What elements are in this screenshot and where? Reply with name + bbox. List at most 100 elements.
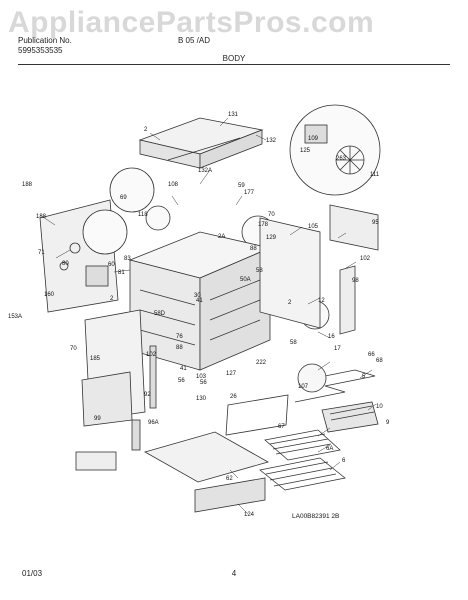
part-callout-41: 41: [196, 298, 203, 304]
part-callout-98: 98: [352, 278, 359, 284]
section-title: BODY: [222, 54, 246, 63]
part-callout-56: 56: [200, 380, 207, 386]
top-panel-part: [138, 117, 264, 169]
oven-cavity-part: [128, 231, 272, 371]
part-callout-83: 83: [124, 256, 131, 262]
part-callout-60: 60: [108, 262, 115, 268]
part-callout-50A: 50A: [240, 277, 251, 283]
part-callout-107: 107: [298, 384, 309, 390]
broiler-pan-part: [321, 401, 379, 433]
model-fragment: B 05 /AD: [178, 36, 211, 45]
part-callout-2: 2: [144, 127, 148, 133]
part-callout-5: 5: [362, 374, 366, 380]
part-callout-263: 263: [336, 156, 347, 162]
part-callout-103: 103: [196, 374, 207, 380]
part-callout-67: 67: [278, 424, 285, 430]
part-callout-130: 130: [196, 396, 207, 402]
part-callout-58: 58: [290, 340, 297, 346]
part-callout-6: 6: [342, 458, 346, 464]
part-callout-99: 99: [94, 416, 101, 422]
part-callout-80: 80: [62, 261, 69, 267]
part-callout-132: 132: [266, 138, 277, 144]
part-callout-96A: 96A: [148, 420, 159, 426]
part-callout-102: 102: [360, 256, 371, 262]
part-callout-105: 105: [308, 224, 319, 230]
rear-panel-part: [259, 217, 321, 329]
footer-date: 01/03: [22, 569, 43, 578]
part-callout-127: 127: [226, 371, 237, 377]
thermostat-inset: [109, 167, 155, 213]
publication-block: Publication No. 5995353535: [18, 36, 72, 56]
side-trim-part: [339, 265, 356, 335]
footer-page-number: 4: [231, 569, 237, 578]
part-callout-109: 109: [308, 136, 319, 142]
switch-block-part: [75, 451, 117, 471]
part-callout-95: 95: [372, 220, 379, 226]
part-callout-2A: 2A: [218, 234, 225, 240]
part-callout-160: 160: [44, 292, 55, 298]
part-callout-68: 68: [376, 358, 383, 364]
part-callout-2: 2: [288, 300, 292, 306]
part-callout-58: 58: [256, 268, 263, 274]
part-callout-6A: 6A: [326, 446, 333, 452]
part-callout-62: 62: [226, 476, 233, 482]
part-callout-153A: 153A: [8, 314, 22, 320]
part-callout-2: 2: [110, 296, 114, 302]
part-callout-71: 71: [38, 250, 45, 256]
oven-rack-lower: [259, 457, 346, 491]
part-callout-30: 30: [194, 293, 201, 299]
header-rule: [18, 64, 450, 65]
part-callout-69: 69: [120, 195, 127, 201]
part-callout-10: 10: [376, 404, 383, 410]
part-callout-177: 177: [244, 190, 255, 196]
part-callout-66: 66: [368, 352, 375, 358]
broil-element-part: [294, 369, 376, 403]
hinge-part: [131, 419, 141, 451]
watermark-text: AppliancePartsPros.com: [8, 6, 375, 39]
part-callout-88: 88: [176, 345, 183, 351]
part-callout-125: 125: [300, 148, 311, 154]
part-callout-81: 81: [118, 270, 125, 276]
part-callout-222: 222: [256, 360, 267, 366]
sensor-inset: [145, 205, 171, 231]
part-callout-188: 188: [22, 182, 33, 188]
fan-cover-part: [297, 363, 327, 393]
switch-inset: [82, 209, 128, 255]
part-callout-92: 92: [144, 392, 151, 398]
part-callout-118: 118: [138, 212, 148, 218]
part-callout-88: 88: [250, 246, 257, 252]
part-callout-188: 188: [36, 214, 47, 220]
part-callout-131: 131: [228, 112, 239, 118]
part-callout-58D: 58D: [154, 311, 166, 317]
part-callout-124: 124: [244, 512, 255, 518]
part-callout-76: 76: [176, 334, 183, 340]
part-callout-102: 102: [146, 352, 157, 358]
convection-motor-inset: [289, 104, 381, 196]
part-callout-132A: 132A: [198, 168, 212, 174]
part-callout-129: 129: [266, 235, 277, 241]
publication-label: Publication No.: [18, 36, 72, 45]
part-callout-17: 17: [334, 346, 341, 352]
part-callout-12: 12: [318, 298, 325, 304]
part-callout-178: 178: [258, 222, 269, 228]
trim-strip-part: [149, 345, 157, 409]
part-callout-56: 56: [178, 378, 185, 384]
part-callout-26: 26: [230, 394, 237, 400]
part-callout-111: 111: [370, 172, 380, 178]
part-callout-16: 16: [328, 334, 335, 340]
publication-number: 5995353535: [18, 46, 63, 55]
part-callout-70: 70: [70, 346, 77, 352]
part-callout-70: 70: [268, 212, 275, 218]
drawing-code: LA00B82391 2B: [292, 513, 339, 520]
bake-element-part: [225, 394, 289, 436]
kick-plate-part: [194, 477, 266, 513]
part-callout-185: 185: [90, 356, 101, 362]
part-callout-9: 9: [386, 420, 390, 426]
part-callout-41: 41: [180, 366, 187, 372]
top-trim-part: [329, 204, 379, 251]
oven-bottom-part: [143, 431, 270, 483]
part-callout-59: 59: [238, 183, 245, 189]
part-callout-108: 108: [168, 182, 179, 188]
